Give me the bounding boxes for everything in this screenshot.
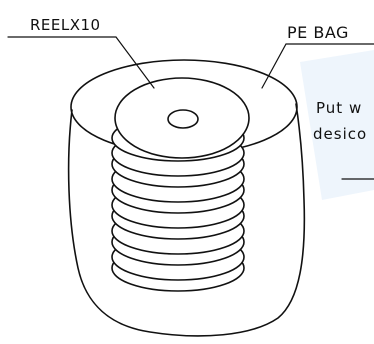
reel-hub bbox=[167, 109, 199, 129]
bag-leader-line bbox=[261, 43, 374, 89]
note-line-2: desico bbox=[313, 125, 367, 143]
reel-stack bbox=[111, 77, 250, 292]
reel-leader-line bbox=[7, 36, 155, 89]
reel-label: REELX10 bbox=[30, 16, 101, 34]
watermark-shape bbox=[300, 50, 374, 200]
note-line-1: Put w bbox=[316, 99, 362, 117]
pe-bag-outline bbox=[67, 103, 306, 337]
bag-label: PE BAG bbox=[287, 23, 349, 42]
